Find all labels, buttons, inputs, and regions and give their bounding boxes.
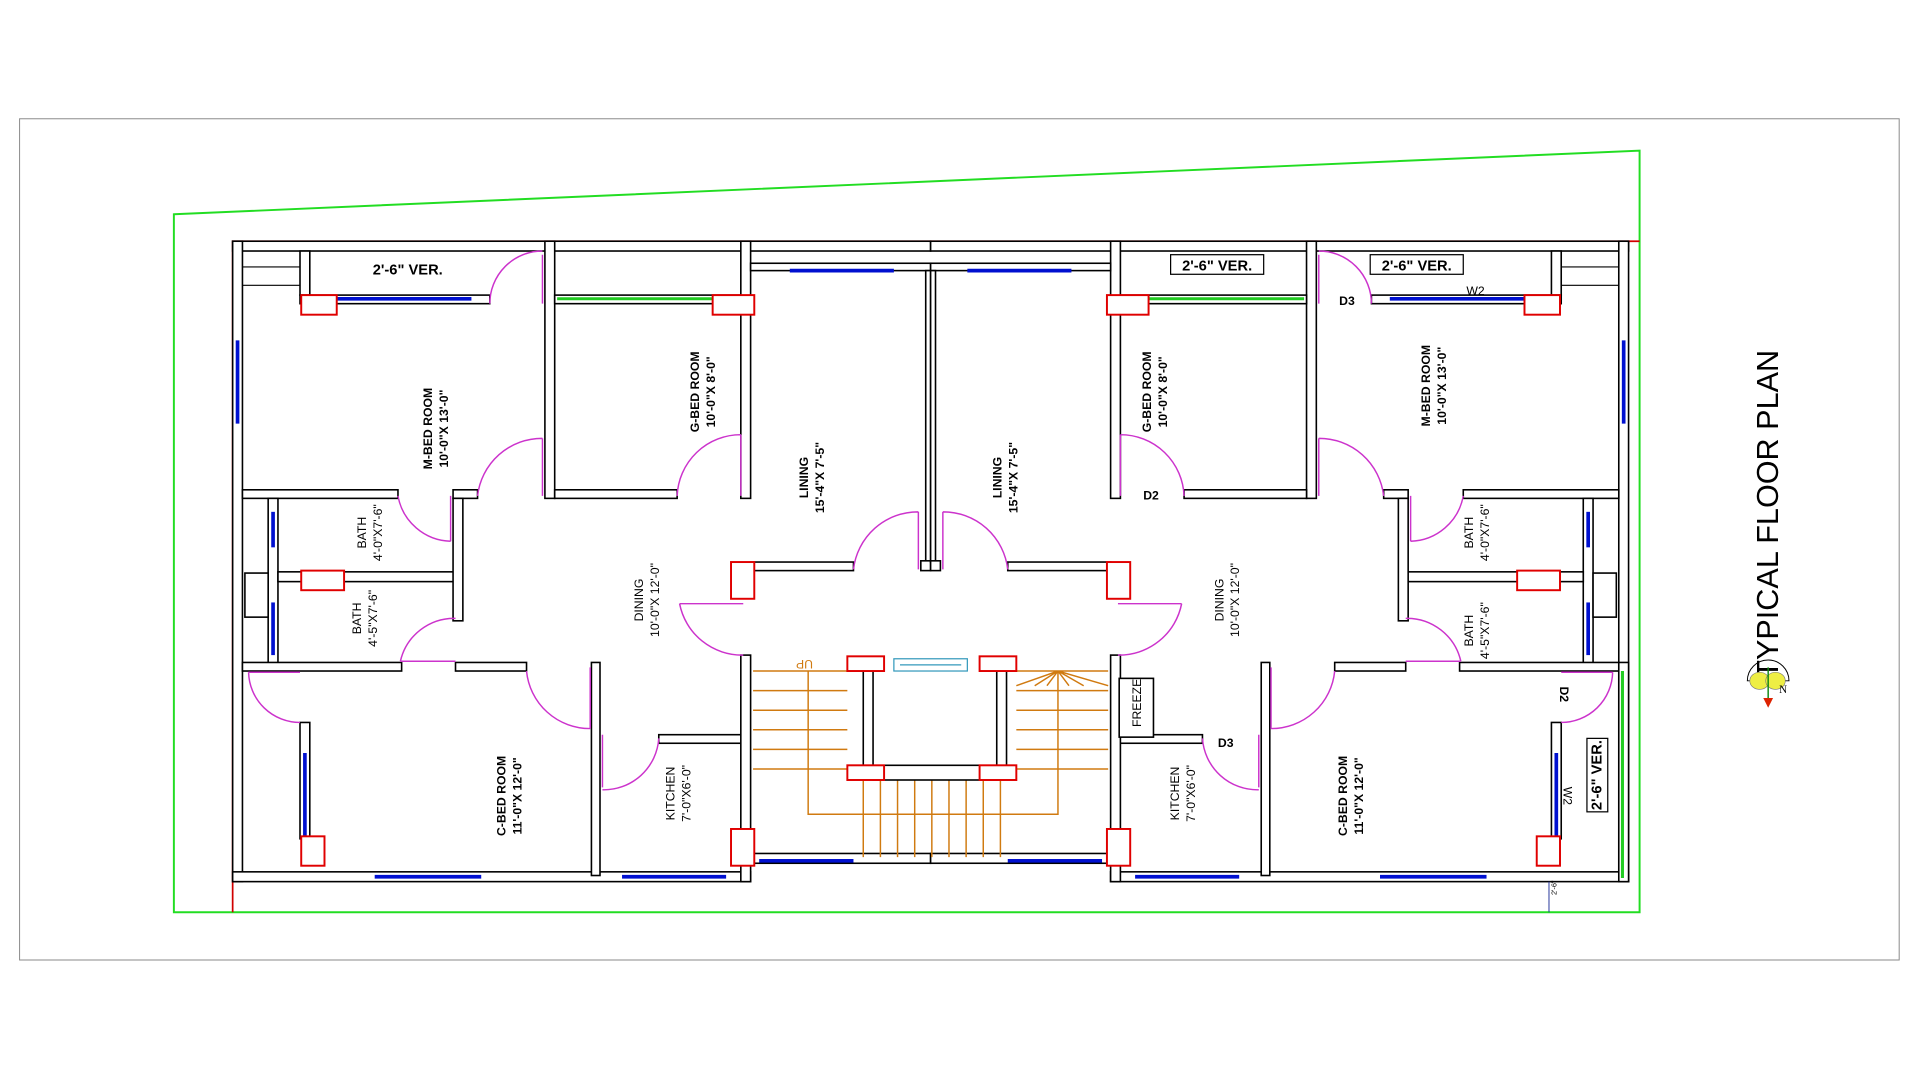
wall (749, 561, 855, 572)
wall (553, 489, 678, 500)
door (525, 667, 591, 730)
room-size: 15'-4"X 7'-5" (813, 442, 827, 513)
freeze-box (1118, 677, 1155, 738)
wall (231, 240, 932, 252)
room-name: DINING (1212, 579, 1226, 622)
veranda-label: 2'-6" VER. (1590, 740, 1606, 810)
veranda-label: 2'-6" VER. (1382, 259, 1452, 275)
room-name: G-BED ROOM (1140, 351, 1154, 432)
room-size: 4'-0"X7'-6" (371, 504, 385, 561)
window-tag: W2 (1466, 284, 1485, 298)
veranda-label: 2'-6" VER. (1182, 259, 1252, 275)
room-size: 10'-0"X 13'-0" (437, 390, 451, 468)
plot-boundary (172, 149, 1641, 914)
room-size: 10'-0"X 12'-0" (1228, 563, 1242, 637)
room-name: BATH (1462, 517, 1476, 549)
door (397, 495, 452, 542)
duct (244, 572, 269, 618)
room-size: 10'-0"X 13'-0" (1435, 347, 1449, 425)
column (300, 835, 326, 867)
door (399, 617, 456, 662)
door-tag: D3 (1339, 294, 1355, 308)
wall (299, 250, 311, 296)
left-unit (231, 240, 932, 883)
wall (452, 489, 479, 500)
door (489, 250, 544, 304)
room-size: 10'-0"X 12'-0" (648, 563, 662, 637)
wall (241, 661, 403, 672)
veranda-label: 2'-6" VER. (373, 262, 443, 278)
room-name: BATH (350, 603, 364, 635)
wall (657, 733, 745, 745)
veranda-box (1369, 254, 1464, 275)
room-name: KITCHEN (1168, 767, 1182, 821)
door (852, 511, 920, 570)
sheet-frame (19, 118, 1900, 961)
door-tag: D2 (1143, 489, 1159, 503)
window-tag: W2 (1561, 787, 1575, 806)
room-name: KITCHEN (664, 767, 678, 821)
wall (920, 560, 932, 572)
column (730, 828, 756, 867)
wall (231, 240, 244, 883)
drawing-title: TYPICAL FLOOR PLAN (1751, 350, 1785, 679)
room-name: C-BED ROOM (495, 756, 509, 836)
room-name: BATH (1462, 615, 1476, 647)
door (476, 437, 544, 497)
wall (454, 661, 528, 672)
room-name: M-BED ROOM (1419, 345, 1433, 427)
room-size: 7'-0"X6'-0" (680, 765, 694, 822)
freeze-label: FREEZE (1130, 679, 1144, 727)
room-size: 11'-0"X 12'-0" (511, 757, 525, 834)
door (676, 433, 742, 496)
veranda-box (1586, 737, 1609, 813)
room-name: BATH (355, 517, 369, 549)
room-size: 7'-0"X6'-0" (1184, 765, 1198, 822)
column (711, 294, 756, 316)
door (247, 671, 301, 724)
door-tag: D2 (1557, 686, 1571, 702)
column (300, 569, 346, 592)
wall (452, 497, 464, 622)
room-size: 10'-0"X 8'-0" (1156, 356, 1170, 427)
column (300, 294, 338, 316)
wall (241, 489, 399, 500)
north-arrow-icon: N (1746, 659, 1790, 708)
room-size: 15'-4"X 7'-5" (1007, 442, 1021, 513)
room-size: 11'-0"X 12'-0" (1352, 757, 1366, 834)
veranda-box (1170, 254, 1265, 275)
door-tag: D3 (1218, 736, 1234, 750)
room-name: M-BED ROOM (421, 388, 435, 470)
room-size: 4'-5"X7'-6" (1478, 602, 1492, 659)
room-name: LINING (991, 457, 1005, 498)
dimension-label: 2'-6" (1549, 880, 1558, 895)
room-size: 4'-5"X7'-6" (366, 590, 380, 647)
room-name: C-BED ROOM (1336, 756, 1350, 836)
compass-north-label: N (1779, 684, 1787, 696)
room-name: DINING (632, 579, 646, 622)
room-name: G-BED ROOM (688, 351, 702, 432)
right-unit (928, 239, 1631, 884)
wall (740, 240, 752, 500)
door (601, 734, 660, 791)
room-size: 10'-0"X 8'-0" (704, 356, 718, 427)
room-size: 4'-0"X7'-6" (1478, 504, 1492, 561)
door (678, 602, 744, 656)
column (730, 561, 756, 600)
stair-up-label: UP (796, 657, 813, 671)
staircase: UP (753, 655, 1109, 858)
room-name: LINING (797, 457, 811, 498)
wall (544, 240, 556, 500)
wall (740, 654, 752, 883)
wall (590, 661, 601, 877)
